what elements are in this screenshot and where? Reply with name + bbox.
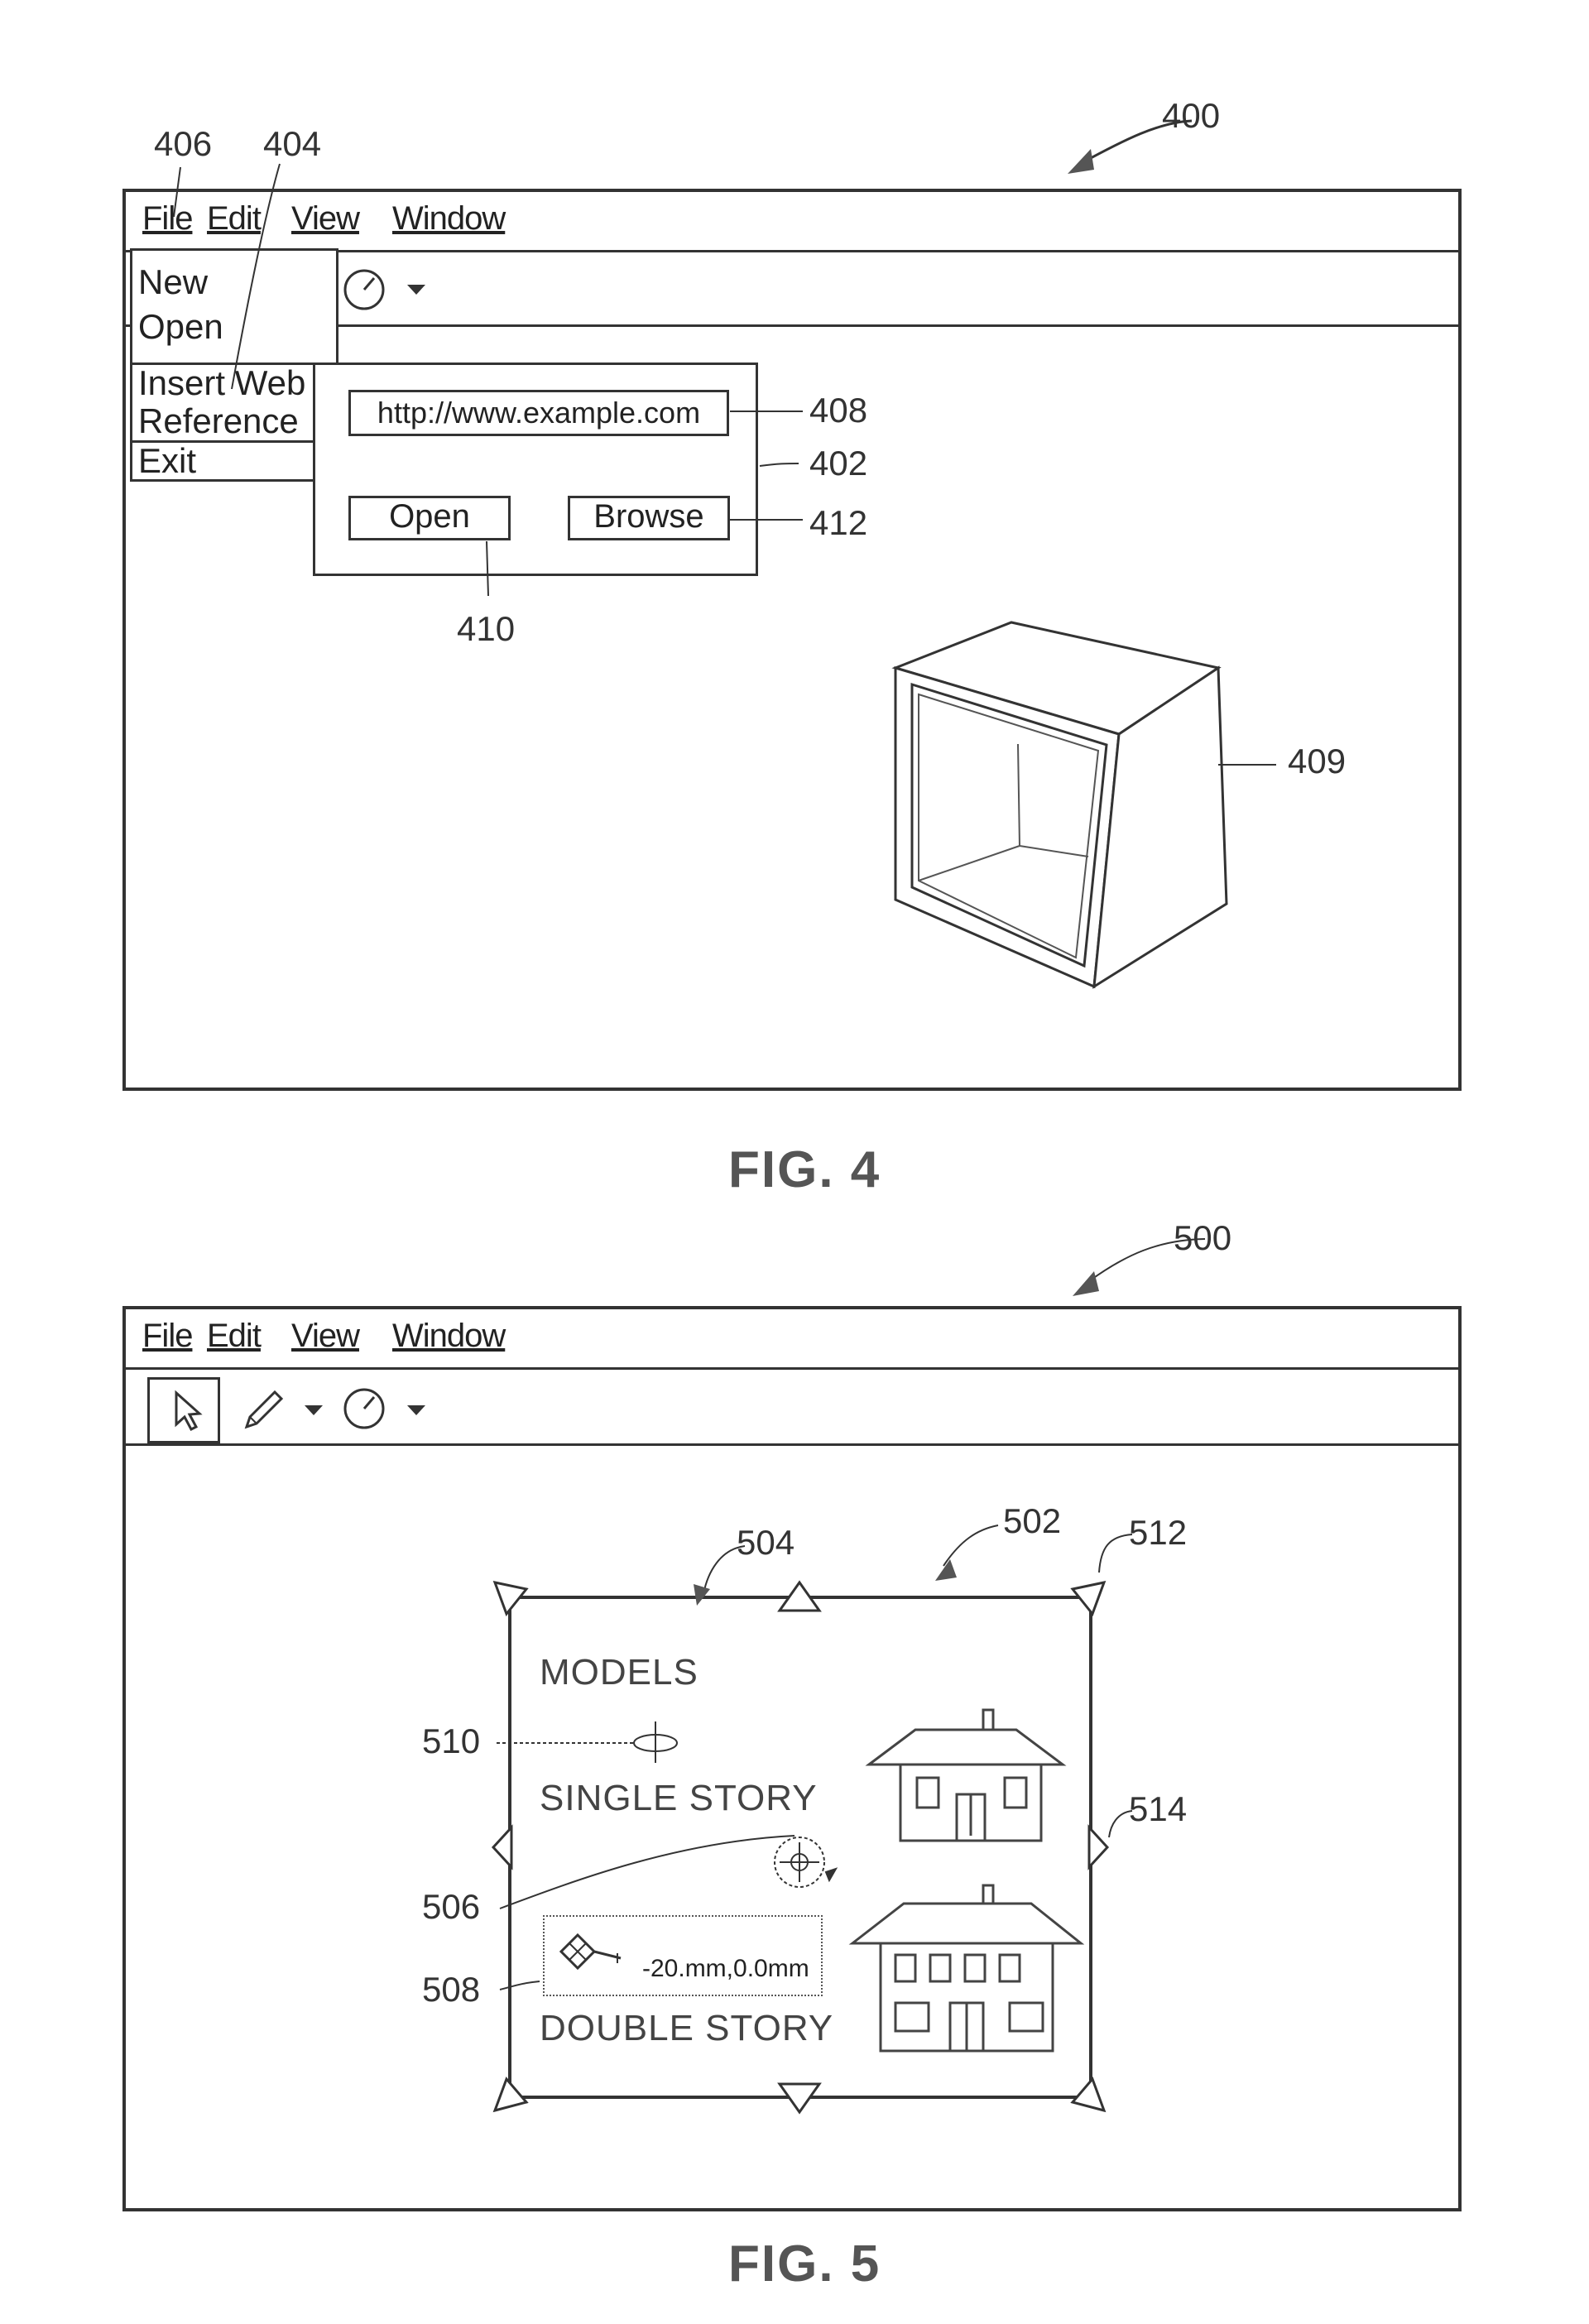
models-title: MODELS [540,1652,698,1693]
ref-408: 408 [809,391,868,430]
coordinate-readout: -20.mm,0.0mm [642,1955,809,1982]
orbit-tool-icon[interactable] [343,1387,386,1430]
file-dropdown-menu: New Open Insert Web Reference Exit [130,248,338,488]
file-menu-label: File [142,1318,193,1354]
file-menu-label: File [142,200,193,237]
single-story-label[interactable]: SINGLE STORY [540,1778,818,1818]
edit-menu[interactable]: Edit [207,200,262,238]
ref-504: 504 [737,1523,795,1562]
orbit-dropdown-icon[interactable] [406,1404,427,1421]
web-reference-dialog: http://www.example.com Open Browse [313,363,758,576]
fig4-caption: FIG. 4 [728,1141,881,1198]
pointer-icon [175,1390,203,1431]
window-menu[interactable]: Window [392,1318,506,1355]
ref-510: 510 [422,1721,481,1760]
fig4-application-window: File Edit View Window [122,189,1462,1091]
move-readout-box: -20.mm,0.0mm [543,1915,823,1996]
double-story-label[interactable]: DOUBLE STORY [540,2008,834,2048]
ref-404: 404 [263,124,322,163]
ref-400: 400 [1162,96,1221,135]
ref-502: 502 [1003,1501,1062,1540]
ref-500: 500 [1174,1218,1232,1257]
move-handle-icon[interactable] [553,1930,627,1984]
ref-406: 406 [154,124,213,163]
edit-menu[interactable]: Edit [207,1318,262,1355]
menu-item-exit[interactable]: Exit [138,441,197,480]
file-menu[interactable]: File [142,1318,193,1355]
fig5-caption: FIG. 5 [728,2235,881,2293]
menu-item-new[interactable]: New [138,262,209,301]
menu-item-open[interactable]: Open [138,307,223,346]
ref-412: 412 [809,503,868,542]
file-menu-bottom-group [130,440,319,482]
pencil-tool-icon[interactable] [238,1385,288,1439]
cursor-rotate-icon [633,1721,678,1763]
window-menu[interactable]: Window [392,200,506,238]
open-button[interactable]: Open [348,496,511,540]
ref-402: 402 [809,444,868,483]
pencil-dropdown-icon[interactable] [303,1404,324,1421]
view-menu[interactable]: View [291,1318,360,1355]
browse-button[interactable]: Browse [568,496,730,540]
ref-410: 410 [457,609,516,648]
window-menu-label: Window [392,1318,506,1354]
edit-menu-label: Edit [207,1318,262,1354]
orbit-dropdown-icon[interactable] [406,283,427,300]
view-menu-label: View [291,1318,360,1354]
fig4-toolbar [126,250,1458,327]
insert-label-line2: Reference [138,401,299,440]
ref-506: 506 [422,1887,481,1926]
rotate-handle-icon [774,1837,838,1888]
file-menu[interactable]: File [142,200,193,238]
orbit-tool-icon[interactable] [343,268,386,311]
view-menu-label: View [291,200,360,237]
ref-508: 508 [422,1970,481,2009]
fig5-toolbar [126,1367,1458,1446]
fig5-menu-bar: File Edit View Window [126,1309,1458,1370]
resize-handles [491,1580,1110,2115]
view-menu[interactable]: View [291,200,360,238]
url-input[interactable]: http://www.example.com [348,390,729,436]
insert-label-line1: Insert Web [138,363,306,402]
ref-409: 409 [1288,742,1347,780]
ref-512: 512 [1129,1513,1188,1552]
select-tool-button[interactable] [147,1377,220,1443]
cube-model[interactable] [126,192,1465,1094]
window-menu-label: Window [392,200,506,237]
file-menu-top-group [130,248,338,366]
menu-item-insert-web-reference[interactable]: Insert Web Reference [138,364,305,440]
single-story-house-icon [865,1708,1067,1842]
edit-menu-label: Edit [207,200,262,237]
fig4-menu-bar: File Edit View Window [126,192,1458,252]
ref-514: 514 [1129,1789,1188,1828]
double-story-house-icon [848,1884,1085,2053]
